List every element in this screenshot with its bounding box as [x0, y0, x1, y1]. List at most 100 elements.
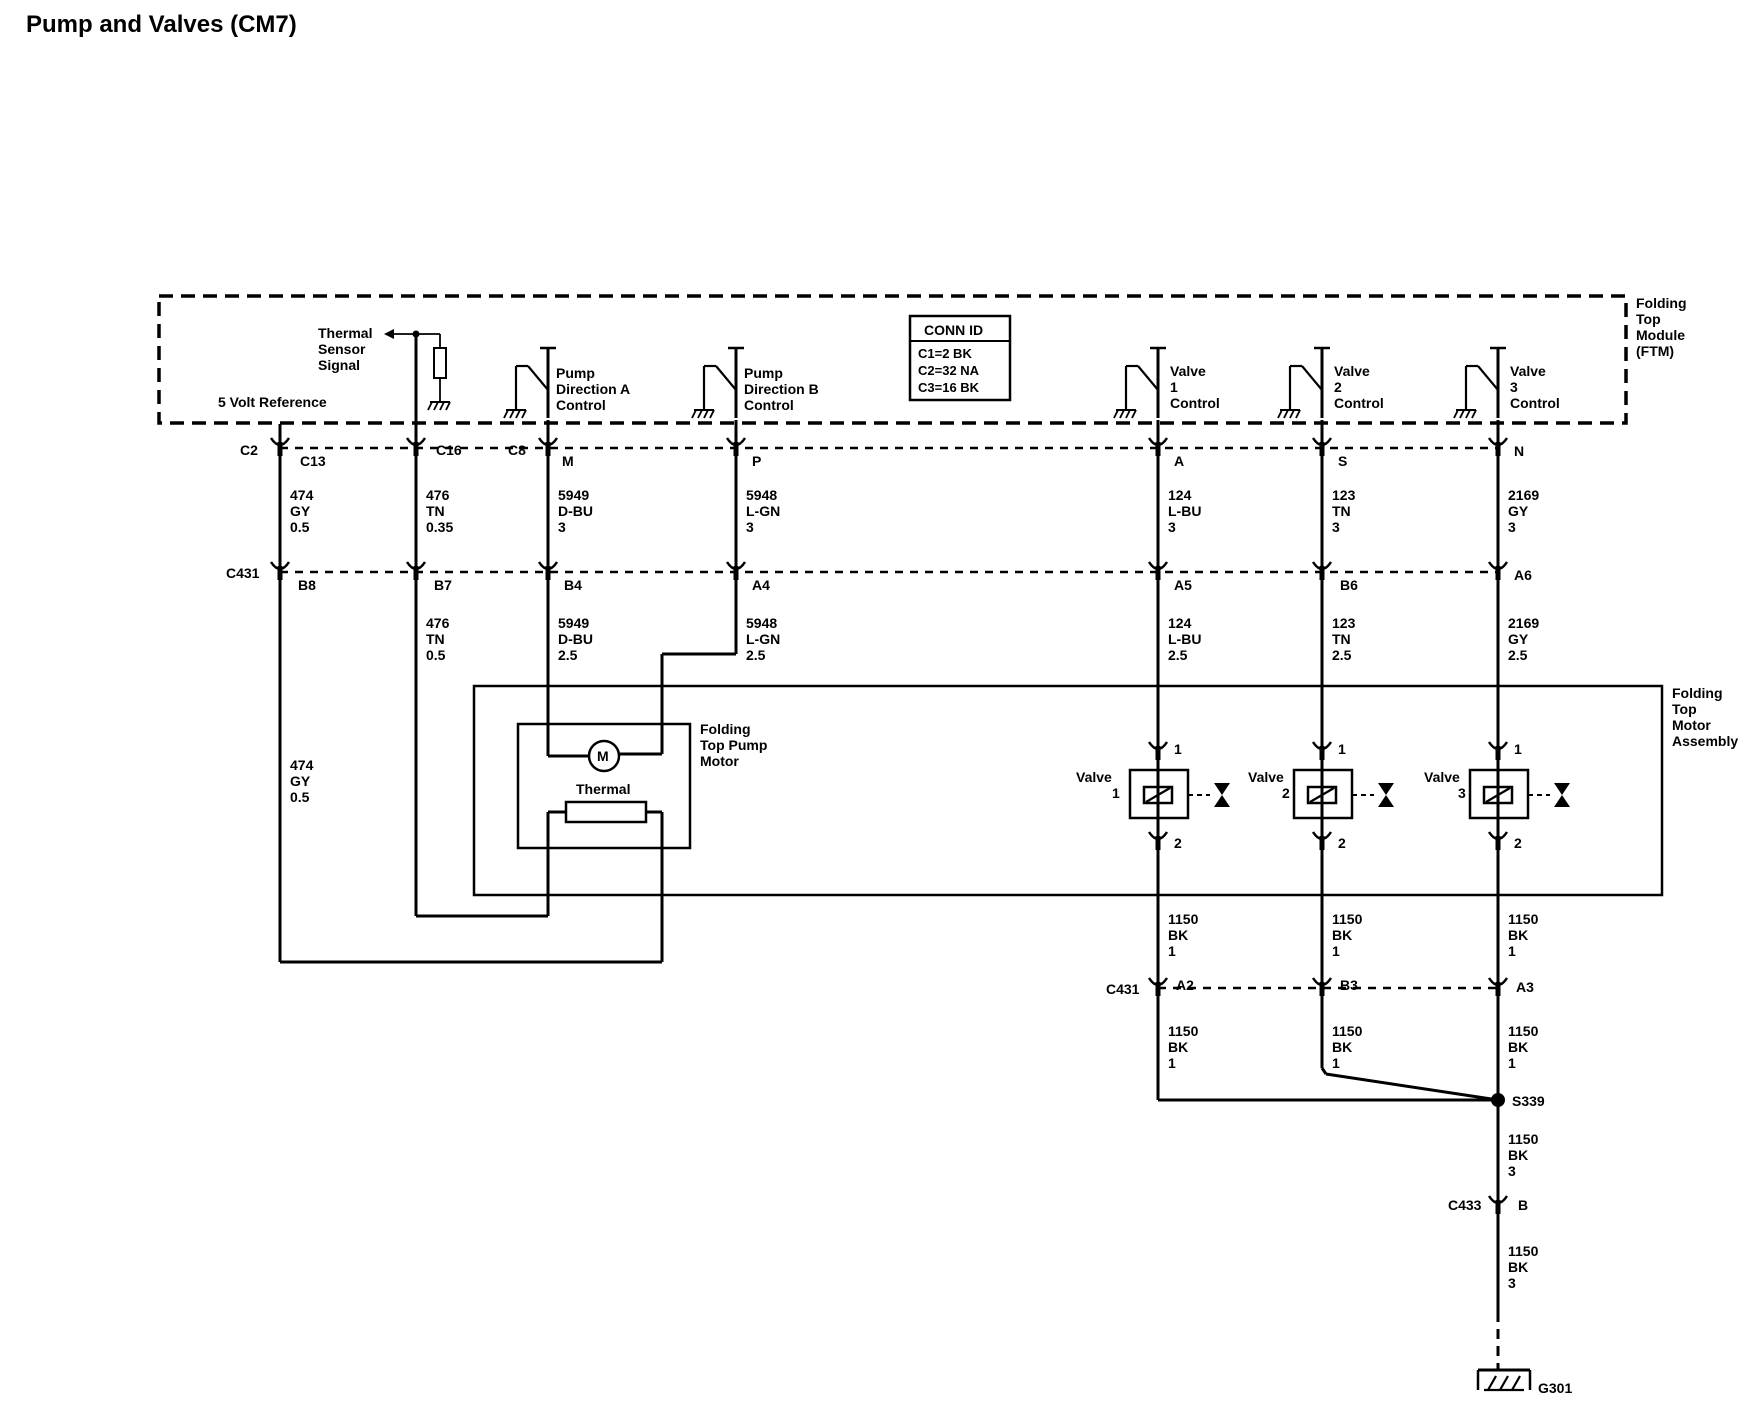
valve1-label: Valve — [1076, 769, 1112, 785]
valve1-pin-bottom: 2 — [1174, 835, 1182, 851]
wire-label: TN — [1332, 631, 1351, 647]
page-title: Pump and Valves (CM7) — [26, 11, 297, 38]
switch-icon — [1114, 348, 1166, 418]
wire-label: L-GN — [746, 631, 780, 647]
wire-label: GY — [290, 773, 311, 789]
wire-label: 0.35 — [426, 519, 453, 535]
wire-label: TN — [426, 631, 445, 647]
wire-label: BK — [1508, 1147, 1528, 1163]
wire-label: 0.5 — [426, 647, 446, 663]
switch-icon — [692, 348, 744, 418]
wire-label: 2.5 — [1168, 647, 1188, 663]
pump-b-label-3: Control — [744, 397, 794, 413]
wire-label: 1 — [1508, 1055, 1516, 1071]
pin-n: N — [1514, 443, 1524, 459]
wire-label: 2169 — [1508, 487, 1539, 503]
c431-pin: B6 — [1340, 577, 1358, 593]
pin-c8: C8 — [508, 442, 526, 458]
pin-m: M — [562, 453, 574, 469]
wire-label: D-BU — [558, 503, 593, 519]
pin-a: A — [1174, 453, 1184, 469]
pin-s: S — [1338, 453, 1347, 469]
c431-pin: B8 — [298, 577, 316, 593]
valve3-ctrl-label-1: Valve — [1510, 363, 1546, 379]
wire-label: 2.5 — [746, 647, 766, 663]
wire-label: 476 — [426, 615, 450, 631]
wire-label: 1150 — [1332, 911, 1363, 927]
wire-label: 3 — [1508, 1275, 1516, 1291]
c431-lower-pin: A3 — [1516, 979, 1534, 995]
c431-lower-pin: B3 — [1340, 977, 1358, 993]
wire-labels-lower: 476 TN 0.5 5949 D-BU 2.5 5948 L-GN 2.5 1… — [290, 615, 1539, 805]
valve1-ctrl-label-2: 1 — [1170, 379, 1178, 395]
c431-pin: B7 — [434, 577, 452, 593]
wire-label: D-BU — [558, 631, 593, 647]
ftm-module-outline — [157, 294, 1628, 425]
valve2-ctrl-label-3: Control — [1334, 395, 1384, 411]
pin-c13: C13 — [300, 453, 326, 469]
resistor-icon — [433, 347, 447, 379]
wire-label: BK — [1332, 927, 1352, 943]
wire-label: GY — [290, 503, 311, 519]
wire-label: 3 — [1168, 519, 1176, 535]
pin-c2: C2 — [240, 442, 258, 458]
ground-label: G301 — [1538, 1380, 1572, 1396]
ground-wire-labels-lower: 1150 BK 1 1150 BK 1 1150 BK 1 — [1168, 1023, 1539, 1071]
splice-icon — [1491, 1093, 1505, 1107]
wire-label: 5948 — [746, 615, 777, 631]
wire-label: 0.5 — [290, 789, 310, 805]
wire-label: 123 — [1332, 615, 1356, 631]
wire-label: 1150 — [1508, 911, 1539, 927]
valve3-ctrl-label-2: 3 — [1510, 379, 1518, 395]
motor-symbol: M — [597, 748, 609, 764]
wire-label: 1150 — [1508, 1243, 1539, 1259]
splice-label: S339 — [1512, 1093, 1545, 1109]
wire-label: 1 — [1168, 943, 1176, 959]
wire-label: BK — [1168, 1039, 1188, 1055]
wire-label: 474 — [290, 757, 314, 773]
pump-b-label-1: Pump — [744, 365, 783, 381]
wire-label: 3 — [1332, 519, 1340, 535]
wire-label: BK — [1508, 1039, 1528, 1055]
conn-id-c1: C1=2 BK — [918, 346, 972, 361]
conn-id-header: CONN ID — [924, 322, 983, 338]
valve3-ctrl-label-3: Control — [1510, 395, 1560, 411]
pump-motor-label-1: Folding — [700, 721, 751, 737]
wire-label: 1 — [1332, 943, 1340, 959]
wire-label: BK — [1508, 1259, 1528, 1275]
wire-label: 3 — [1508, 1163, 1516, 1179]
wire-label: 5949 — [558, 615, 589, 631]
wire-label: 1 — [1332, 1055, 1340, 1071]
assembly-label-3: Motor — [1672, 717, 1711, 733]
wire-label: 2.5 — [1332, 647, 1352, 663]
c431-lower-pin: A2 — [1176, 977, 1194, 993]
valve-3: 1 2 Valve 3 — [1424, 740, 1572, 852]
wire-label: L-BU — [1168, 631, 1201, 647]
wire-label: 2.5 — [558, 647, 578, 663]
wire-label: 474 — [290, 487, 314, 503]
wire-label: 2.5 — [1508, 647, 1528, 663]
wire-label: 124 — [1168, 487, 1192, 503]
pump-a-label-1: Pump — [556, 365, 595, 381]
wire-label: BK — [1332, 1039, 1352, 1055]
thermal-label-1: Thermal — [318, 325, 372, 341]
ftm-label-1: Folding — [1636, 295, 1687, 311]
wire-label: 0.5 — [290, 519, 310, 535]
thermal-sensor-circuit — [384, 329, 451, 440]
wire-label: BK — [1168, 927, 1188, 943]
c433-id: C433 — [1448, 1197, 1482, 1213]
wire-label: L-BU — [1168, 503, 1201, 519]
valve1-pin-top: 1 — [1174, 741, 1182, 757]
wire-label: GY — [1508, 631, 1529, 647]
c433-pin: B — [1518, 1197, 1528, 1213]
valve1-ctrl-label-1: Valve — [1170, 363, 1206, 379]
wire-label: 123 — [1332, 487, 1356, 503]
pump-motor-label-2: Top Pump — [700, 737, 767, 753]
wire-label: 1 — [1508, 943, 1516, 959]
pump-motor-label-3: Motor — [700, 753, 739, 769]
valve3-pin-bottom: 2 — [1514, 835, 1522, 851]
c431-upper-id: C431 — [226, 565, 260, 581]
conn-id-box: CONN ID C1=2 BK C2=32 NA C3=16 BK — [908, 314, 1012, 402]
wire-label: GY — [1508, 503, 1529, 519]
